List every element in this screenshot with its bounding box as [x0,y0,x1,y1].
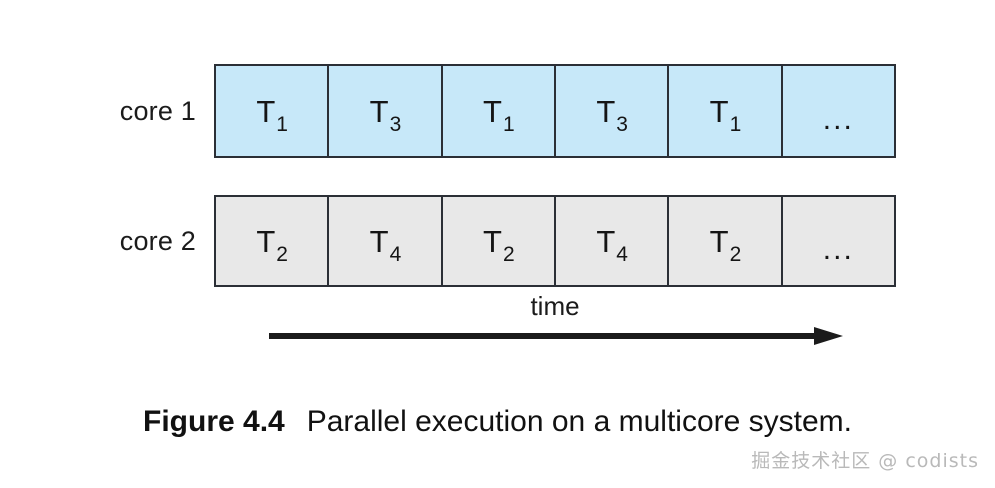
core2-slot-3: T2 [442,197,556,285]
task-label-t1-a: T1 [256,93,288,135]
task-base: T [256,93,276,129]
core-2-label: core 2 [119,225,196,256]
core2-slot-5: T2 [669,197,783,285]
task-base: T [483,223,502,259]
core1-slot-1: T1 [216,66,330,156]
task-base: T [596,93,616,129]
time-arrow-icon [269,327,843,345]
time-axis: time [0,292,995,348]
task-subscript: 4 [616,242,628,266]
task-subscript: 3 [389,112,402,136]
core1-slot-3: T1 [442,66,556,156]
core1-slot-4: T3 [555,66,670,156]
ellipsis-label: ... [822,233,854,266]
task-label-t4-a: T4 [369,223,402,265]
task-subscript: 2 [276,242,288,266]
core-row-2: core 2 T2 T4 T2 T4 T2 ... [0,195,896,287]
task-subscript: 4 [389,242,402,266]
task-subscript: 2 [502,242,515,266]
ellipsis-label: ... [822,103,854,136]
task-subscript: 1 [502,112,515,136]
caption-number: Figure 4.4 [143,405,285,438]
core-1-label: core 1 [119,95,196,126]
core1-slot-5: T1 [669,66,783,156]
core2-slot-1: T2 [216,197,330,285]
figure-caption: Figure 4.4 Parallel execution on a multic… [0,404,995,440]
task-label-t3-a: T3 [369,93,402,135]
core1-slot-2: T3 [329,66,443,156]
task-label-t2-a: T2 [256,223,288,265]
task-base: T [709,93,729,129]
core-2-timeline: T2 T4 T2 T4 T2 ... [214,195,896,287]
task-base: T [369,93,389,129]
task-label-t4-b: T4 [596,223,628,265]
core-1-timeline: T1 T3 T1 T3 T1 ... [214,64,896,158]
task-base: T [256,223,276,259]
task-label-t3-b: T3 [596,93,628,135]
watermark: 掘金技术社区 @ codists [751,450,979,472]
task-base: T [483,93,502,129]
time-axis-label: time [530,291,580,321]
task-base: T [709,223,729,259]
core2-slot-6-continuation: ... [782,197,894,285]
task-subscript: 1 [729,112,742,136]
core1-slot-6-continuation: ... [782,66,894,156]
core2-slot-4: T4 [555,197,670,285]
task-base: T [369,223,389,259]
task-subscript: 2 [729,242,742,266]
task-subscript: 3 [616,112,628,136]
task-base: T [596,223,616,259]
core-row-1: core 1 T1 T3 T1 T3 T1 ... [0,64,896,158]
task-label-t2-c: T2 [709,223,742,265]
task-label-t1-c: T1 [709,93,742,135]
task-label-t2-b: T2 [483,223,515,265]
task-subscript: 1 [276,112,288,136]
task-label-t1-b: T1 [483,93,515,135]
caption-text: Parallel execution on a multicore system… [306,405,852,438]
core2-slot-2: T4 [329,197,443,285]
